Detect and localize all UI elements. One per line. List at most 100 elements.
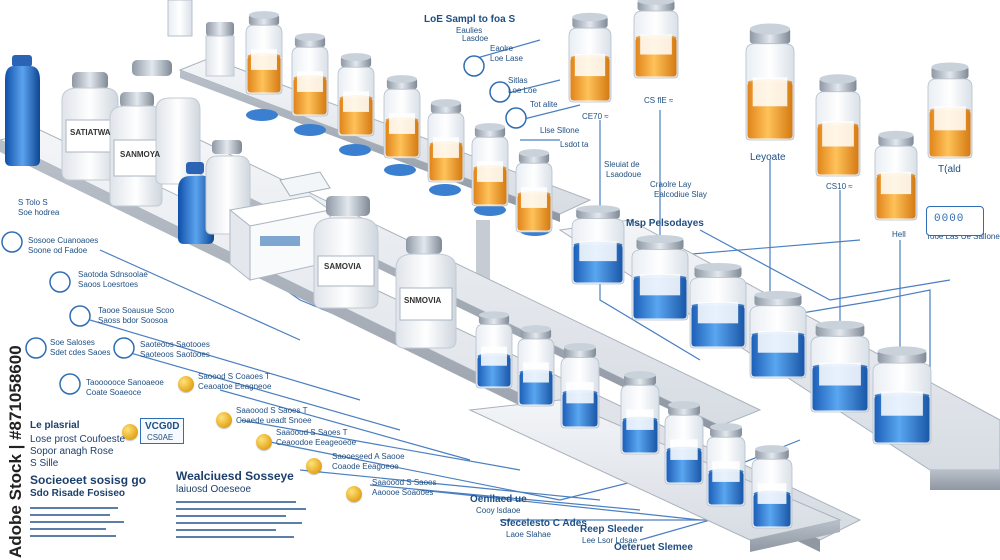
bottom-left-sub: Sdo Risade Fosiseo: [30, 488, 126, 499]
blue-vial: [689, 262, 747, 349]
left-label-1b: Soe hodrea: [18, 208, 60, 217]
floating-amber-vial: [745, 23, 795, 141]
floating-amber-vial: [874, 130, 918, 221]
ledger-code: VCG0D: [145, 421, 180, 432]
bottom-right-2: Oeteruet Slemee: [614, 542, 693, 553]
left-block-2: Lose prost Coufoeste: [30, 434, 126, 445]
bottom-right-1b: Lee Lsor Ldsae: [582, 536, 638, 545]
mid-label-5b: Aaoooe Soaooes: [372, 488, 434, 497]
floating-amber-vial: [633, 0, 679, 79]
small-blue-vial: [664, 401, 704, 485]
coin-icon: [122, 424, 138, 440]
key-box: 0000: [926, 206, 984, 236]
amber-vial: [337, 53, 375, 137]
small-blue-vial: [620, 371, 660, 455]
bottom-center-1b: Cooy lsdaoe: [476, 506, 521, 515]
bottom-mid-sub: laiuosd Ooeseoe: [176, 484, 252, 495]
callout-e1: Lsdot ta: [560, 140, 589, 149]
bottle-label-1: SATIATWA: [70, 128, 111, 137]
top-label-3: Lasdoe: [462, 34, 489, 43]
mid-label-3b: Ceaoodoe Eeageoeoe: [276, 438, 357, 447]
amber-vial: [383, 75, 421, 159]
callout-b2: Loe Loe: [508, 86, 537, 95]
vial-label-3: Leyoate: [750, 152, 786, 163]
blue-vial: [810, 320, 870, 413]
coin-icon: [216, 412, 232, 428]
callout-f1: Sleuiat de: [604, 160, 640, 169]
left-label-8b: Coate Soaeoce: [86, 388, 142, 397]
left-label-8: Taoooooce Sanoaeoe: [86, 378, 164, 387]
ledger-sub: CS0AE: [147, 433, 174, 442]
blue-vials-platform: [571, 205, 932, 445]
coin-icon: [256, 434, 272, 450]
left-label-4: Taooe Soausue Scoo: [98, 306, 175, 315]
left-label-1: S Tolo S: [18, 198, 48, 207]
small-blue-vials: [475, 311, 793, 529]
floating-amber-vial: [815, 74, 861, 177]
mid-label-3: Saaoood S Saoes T: [276, 428, 348, 437]
amber-vial: [427, 99, 465, 183]
callout-f2: Lsaodoue: [606, 170, 642, 179]
left-label-6: Saoteoos Saotooes: [140, 340, 210, 349]
small-blue-vial: [751, 445, 793, 529]
blue-vial: [749, 290, 807, 379]
vial-label-1: CS flE ≈: [644, 96, 674, 105]
mid-label-5: Saaoood S Saoes: [372, 478, 437, 487]
bottom-center-2: Sfecelesto C Ades: [500, 518, 587, 529]
left-block-3: Sopor anagh Rose: [30, 446, 114, 457]
floating-amber-vial: [927, 62, 973, 159]
callout-h1: Msp Pelsodayes: [626, 218, 704, 229]
vial-label-4: CS10 ≈: [826, 182, 853, 191]
bottom-mid-lines: [176, 496, 316, 543]
bottom-center-2b: Laoe Slahae: [506, 530, 551, 539]
coin-icon: [178, 376, 194, 392]
right-label-2: Tooe Las Ue Sallones: [926, 232, 1000, 241]
callout-c1: Tot alite: [530, 100, 558, 109]
blue-vial: [571, 205, 625, 285]
small-blue-vial: [560, 342, 600, 429]
amber-vial: [515, 149, 553, 233]
bottle-label-4: SNMOVIA: [404, 296, 442, 305]
callout-b1: Sitlas: [508, 76, 528, 85]
left-label-3b: Saoos Loesrtoes: [78, 280, 139, 289]
vial-label-2: CE70 ≈: [582, 112, 609, 121]
callout-d1: Llse Sllone: [540, 126, 580, 135]
left-label-3: Saotoda Sdnsoolae: [78, 270, 148, 279]
bottle-label-3: SAMOVIA: [324, 262, 362, 271]
left-label-4b: Saoss bdor Soosoa: [98, 316, 168, 325]
left-bottles: [5, 0, 457, 349]
bottom-left-title: Socieoeet sosisg go: [30, 473, 147, 487]
small-blue-vial: [706, 423, 746, 507]
callout-g1: Craolre Lay: [650, 180, 692, 189]
bottom-mid-title: Wealciuesd Sosseye: [176, 469, 294, 483]
mid-label-4: Saooeseed A Saooe: [332, 452, 405, 461]
stock-watermark: Adobe Stock | #871058600: [4, 300, 28, 560]
bottom-right-1: Reep Sleeder: [580, 524, 644, 535]
amber-vial: [245, 11, 283, 95]
mid-label-2b: Coaede ueadt Snoee: [236, 416, 312, 425]
left-block-4: S Sille: [30, 458, 59, 469]
left-label-6b: Saoteoos Saotooes: [140, 350, 210, 359]
left-label-2: Sosooe Cuanoaoes: [28, 236, 99, 245]
small-blue-vial: [517, 325, 555, 407]
left-label-5: Soe Saloses: [50, 338, 95, 347]
callout-a1: Eaolre: [490, 44, 514, 53]
right-label-1: Hell: [892, 230, 906, 239]
top-label-1: LoE Sampl to foa S: [424, 14, 516, 25]
amber-vial: [291, 33, 329, 117]
callout-a2: Loe Lase: [490, 54, 523, 63]
blue-vial: [872, 346, 932, 445]
blue-vial: [631, 234, 689, 321]
bottom-left-lines: [30, 502, 130, 542]
callout-g2: Ealcodiue Slay: [654, 190, 707, 199]
mid-label-2: Saaoood S Saoes T: [236, 406, 308, 415]
watermark-text: Adobe Stock | #871058600: [6, 345, 25, 558]
floating-amber-vial: [568, 12, 612, 103]
coin-icon: [346, 486, 362, 502]
coin-icon: [306, 458, 322, 474]
bottle-label-2: SANMOYA: [120, 150, 161, 159]
mid-label-1: Saoood S Coaoes T: [198, 372, 270, 381]
vial-label-5: T(ald: [938, 164, 961, 175]
